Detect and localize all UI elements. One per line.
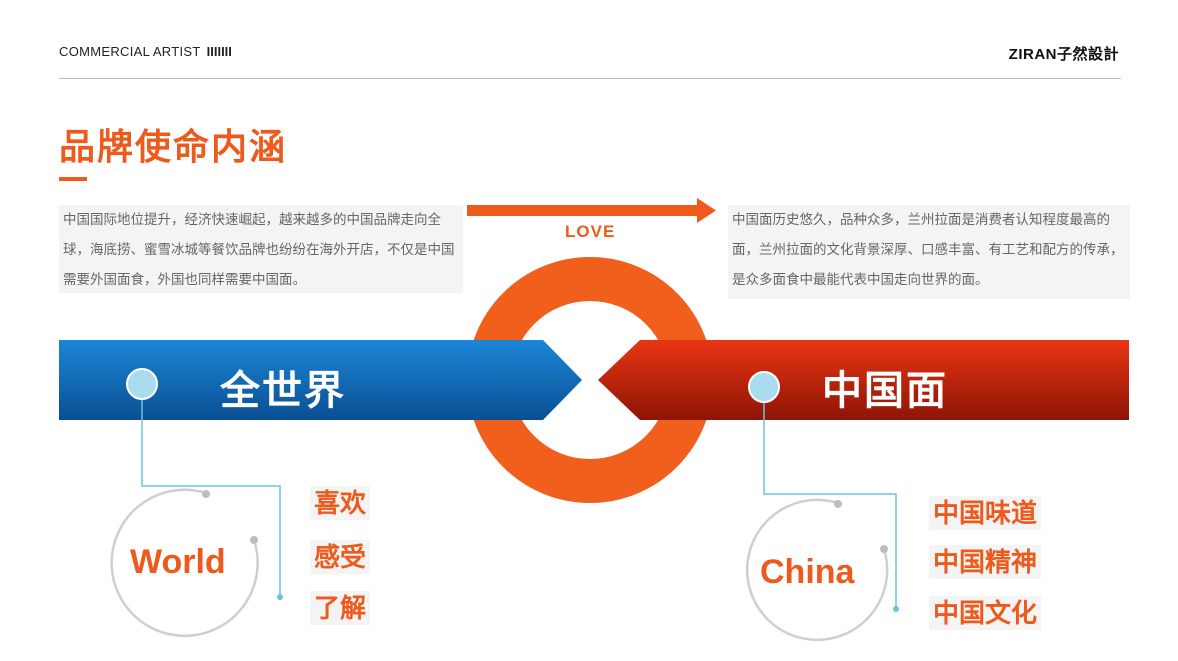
world-word: World: [130, 543, 226, 581]
circle-dot-icon: [126, 368, 158, 400]
keyword-left: 喜欢: [310, 486, 371, 520]
keyword-left: 了解: [310, 591, 371, 625]
keyword-right: 中国文化: [929, 596, 1042, 630]
world-circle-arc: [110, 488, 259, 637]
page-title: 品牌使命内涵: [59, 126, 288, 167]
love-label: LOVE: [565, 222, 616, 241]
title-accent-bar: [59, 177, 87, 181]
brand-logo: ZIRAN子然設計: [1008, 46, 1119, 63]
paragraph-left: 中国国际地位提升，经济快速崛起，越来越多的中国品牌走向全球，海底捞、蜜雪冰城等餐…: [59, 205, 463, 293]
china-circle-arc: [745, 498, 889, 642]
band-china-label: 中国面: [822, 369, 948, 413]
paragraph-right: 中国面历史悠久，品种众多，兰州拉面是消费者认知程度最高的面，兰州拉面的文化背景深…: [728, 205, 1130, 299]
band-world-label: 全世界: [220, 369, 346, 413]
china-word: China: [760, 553, 855, 591]
header-left-label: COMMERCIAL ARTIST IIIIIII: [59, 44, 232, 59]
band-world: [59, 340, 582, 420]
keyword-right: 中国味道: [929, 496, 1042, 530]
header-bars-decor: IIIIIII: [206, 44, 232, 59]
header-left-text: COMMERCIAL ARTIST: [59, 44, 201, 59]
keyword-right: 中国精神: [929, 545, 1042, 579]
keyword-left: 感受: [310, 540, 371, 574]
connector-left: [141, 384, 283, 600]
header-divider: [59, 78, 1121, 79]
band-china: [598, 340, 1129, 420]
arrow-right-icon: [467, 198, 716, 223]
circle-dot-icon: [748, 371, 780, 403]
connector-right: [763, 387, 899, 612]
